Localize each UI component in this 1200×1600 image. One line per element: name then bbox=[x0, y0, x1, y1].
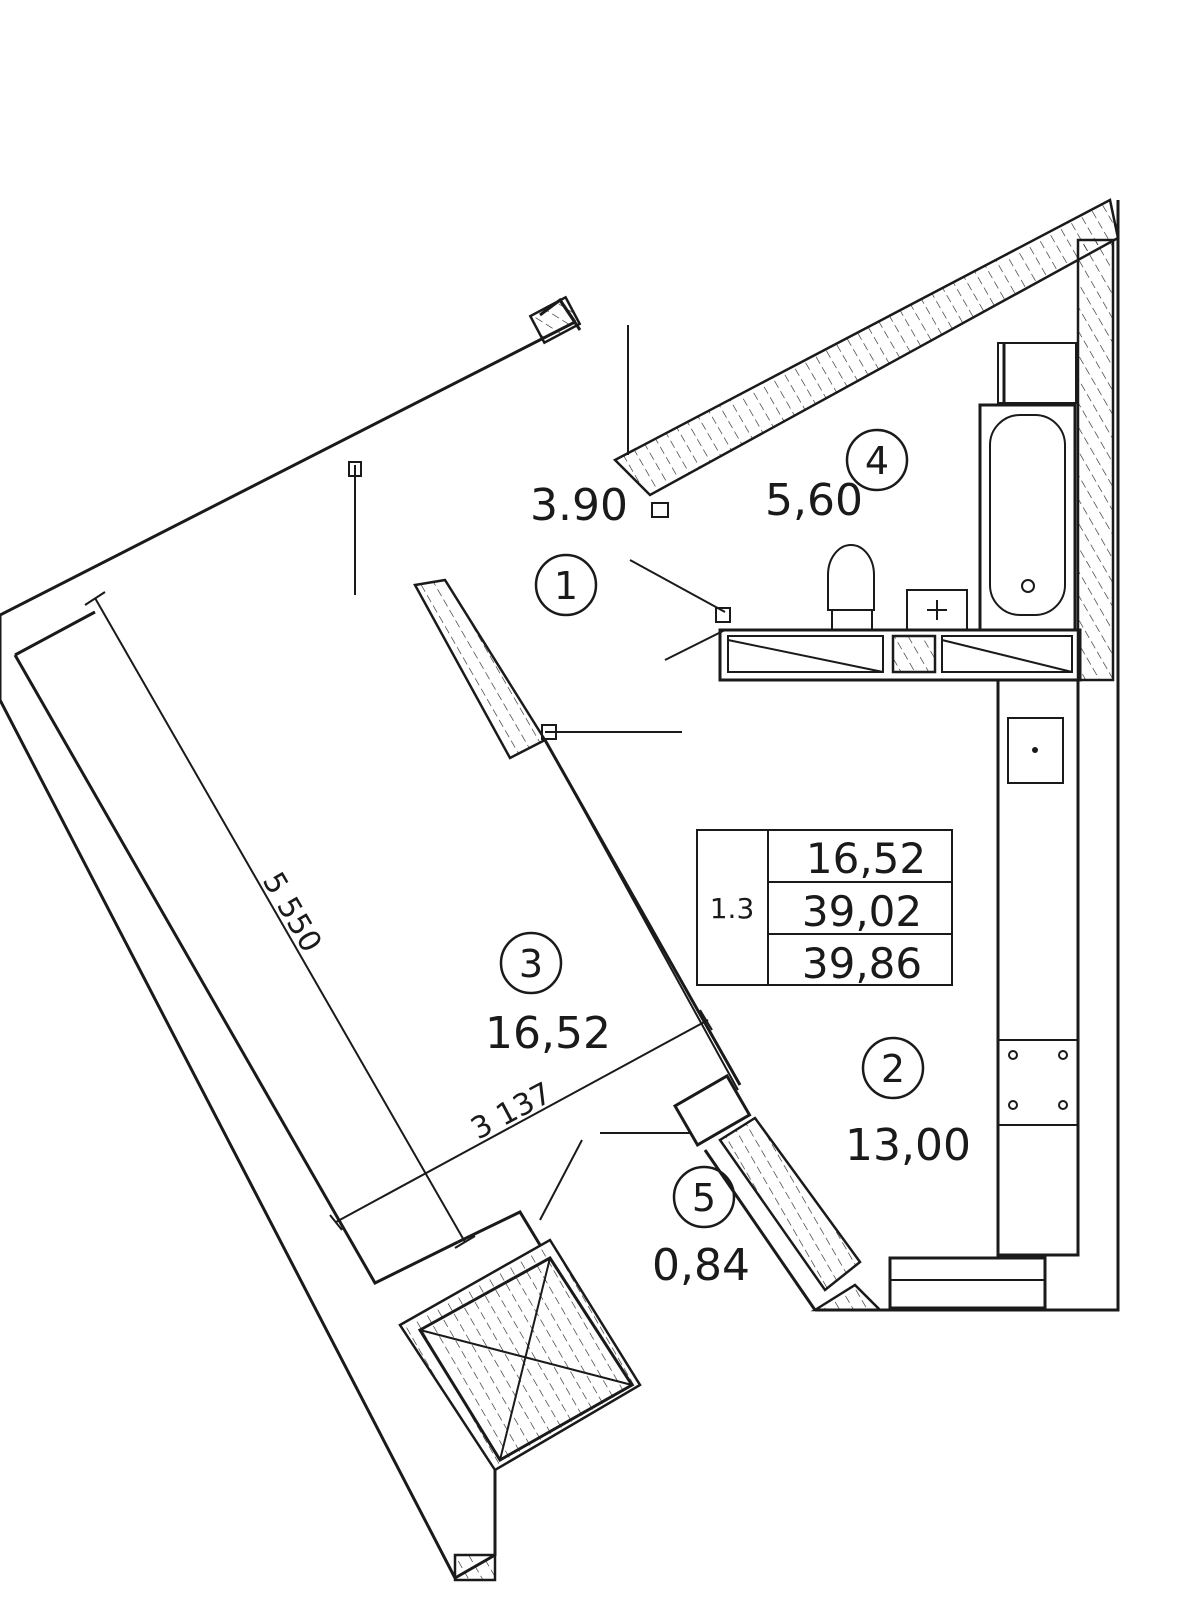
room-4-label: 4 5,60 bbox=[765, 428, 909, 526]
dimension-length-label: 5 550 bbox=[255, 867, 328, 959]
room-5-area: 0,84 bbox=[652, 1240, 750, 1291]
room-3-number: 3 bbox=[519, 942, 543, 986]
total-area-value: 39,02 bbox=[802, 887, 922, 936]
room-5-number: 5 bbox=[692, 1176, 716, 1220]
apartment-number: 1.3 bbox=[710, 892, 755, 925]
room-3-area: 16,52 bbox=[485, 1008, 611, 1059]
area-summary-table: 1.3 16,52 39,02 39,86 bbox=[696, 829, 953, 988]
total-with-balcony-value: 39,86 bbox=[802, 939, 922, 988]
outer-wall-right bbox=[815, 200, 1120, 1312]
partition-wall-3-2 bbox=[413, 578, 742, 1091]
bathroom-partition bbox=[629, 559, 1082, 682]
sink bbox=[906, 589, 968, 631]
room-3-label: 3 16,52 bbox=[485, 931, 611, 1059]
toilet bbox=[827, 544, 875, 631]
bathtub bbox=[978, 403, 1077, 632]
room-4-number: 4 bbox=[865, 439, 889, 483]
room-2-number: 2 bbox=[881, 1047, 905, 1091]
outer-wall-left bbox=[0, 295, 582, 1579]
room-1-area: 3.90 bbox=[530, 480, 628, 531]
room-1-label: 1 3.90 bbox=[530, 480, 628, 617]
water-heater bbox=[997, 342, 1077, 404]
room-4-area: 5,60 bbox=[765, 475, 863, 526]
room-5-label: 5 0,84 bbox=[652, 1165, 750, 1291]
room-5-walls bbox=[457, 1073, 1047, 1312]
kitchen-counter bbox=[996, 678, 1080, 1257]
living-area-value: 16,52 bbox=[806, 834, 926, 883]
room-2-label: 2 13,00 bbox=[845, 1036, 971, 1171]
room-2-area: 13,00 bbox=[845, 1120, 971, 1171]
room-3-outline bbox=[13, 461, 459, 1285]
dimension-width-label: 3 137 bbox=[465, 1076, 557, 1147]
balcony bbox=[398, 1238, 642, 1582]
room-1-number: 1 bbox=[554, 564, 578, 608]
dimension-5550: 5 550 bbox=[84, 591, 476, 1249]
